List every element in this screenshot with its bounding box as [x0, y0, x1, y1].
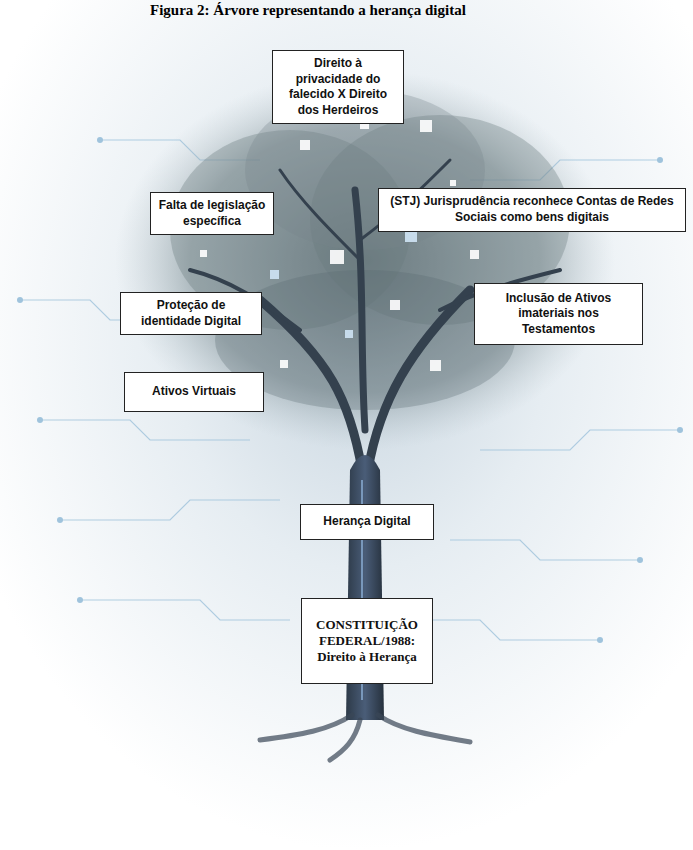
box-text: Ativos Virtuais — [152, 384, 236, 400]
root-box: CONSTITUIÇÃO FEDERAL/1988: Direito à Her… — [301, 598, 433, 684]
trunk-box: Herança Digital — [300, 504, 434, 540]
box-text: CONSTITUIÇÃO FEDERAL/1988: Direito à Her… — [309, 617, 425, 666]
topic-box: Falta de legislação específica — [150, 192, 274, 235]
box-text: Direito à privacidade do falecido X Dire… — [280, 56, 396, 118]
topic-box: Direito à privacidade do falecido X Dire… — [272, 50, 404, 124]
box-text: Inclusão de Ativos imateriais nos Testam… — [482, 291, 635, 338]
figure-title: Figura 2: Árvore representando a herança… — [150, 2, 466, 19]
topic-box: Inclusão de Ativos imateriais nos Testam… — [474, 283, 643, 345]
topic-box: Ativos Virtuais — [124, 372, 264, 412]
topic-box: Proteção de identidade Digital — [120, 292, 262, 335]
topic-box: (STJ) Jurisprudência reconhece Contas de… — [378, 188, 686, 232]
box-text: Proteção de identidade Digital — [128, 298, 254, 329]
box-text: Herança Digital — [323, 514, 410, 530]
box-text: Falta de legislação específica — [158, 198, 266, 229]
box-text: (STJ) Jurisprudência reconhece Contas de… — [386, 194, 678, 225]
